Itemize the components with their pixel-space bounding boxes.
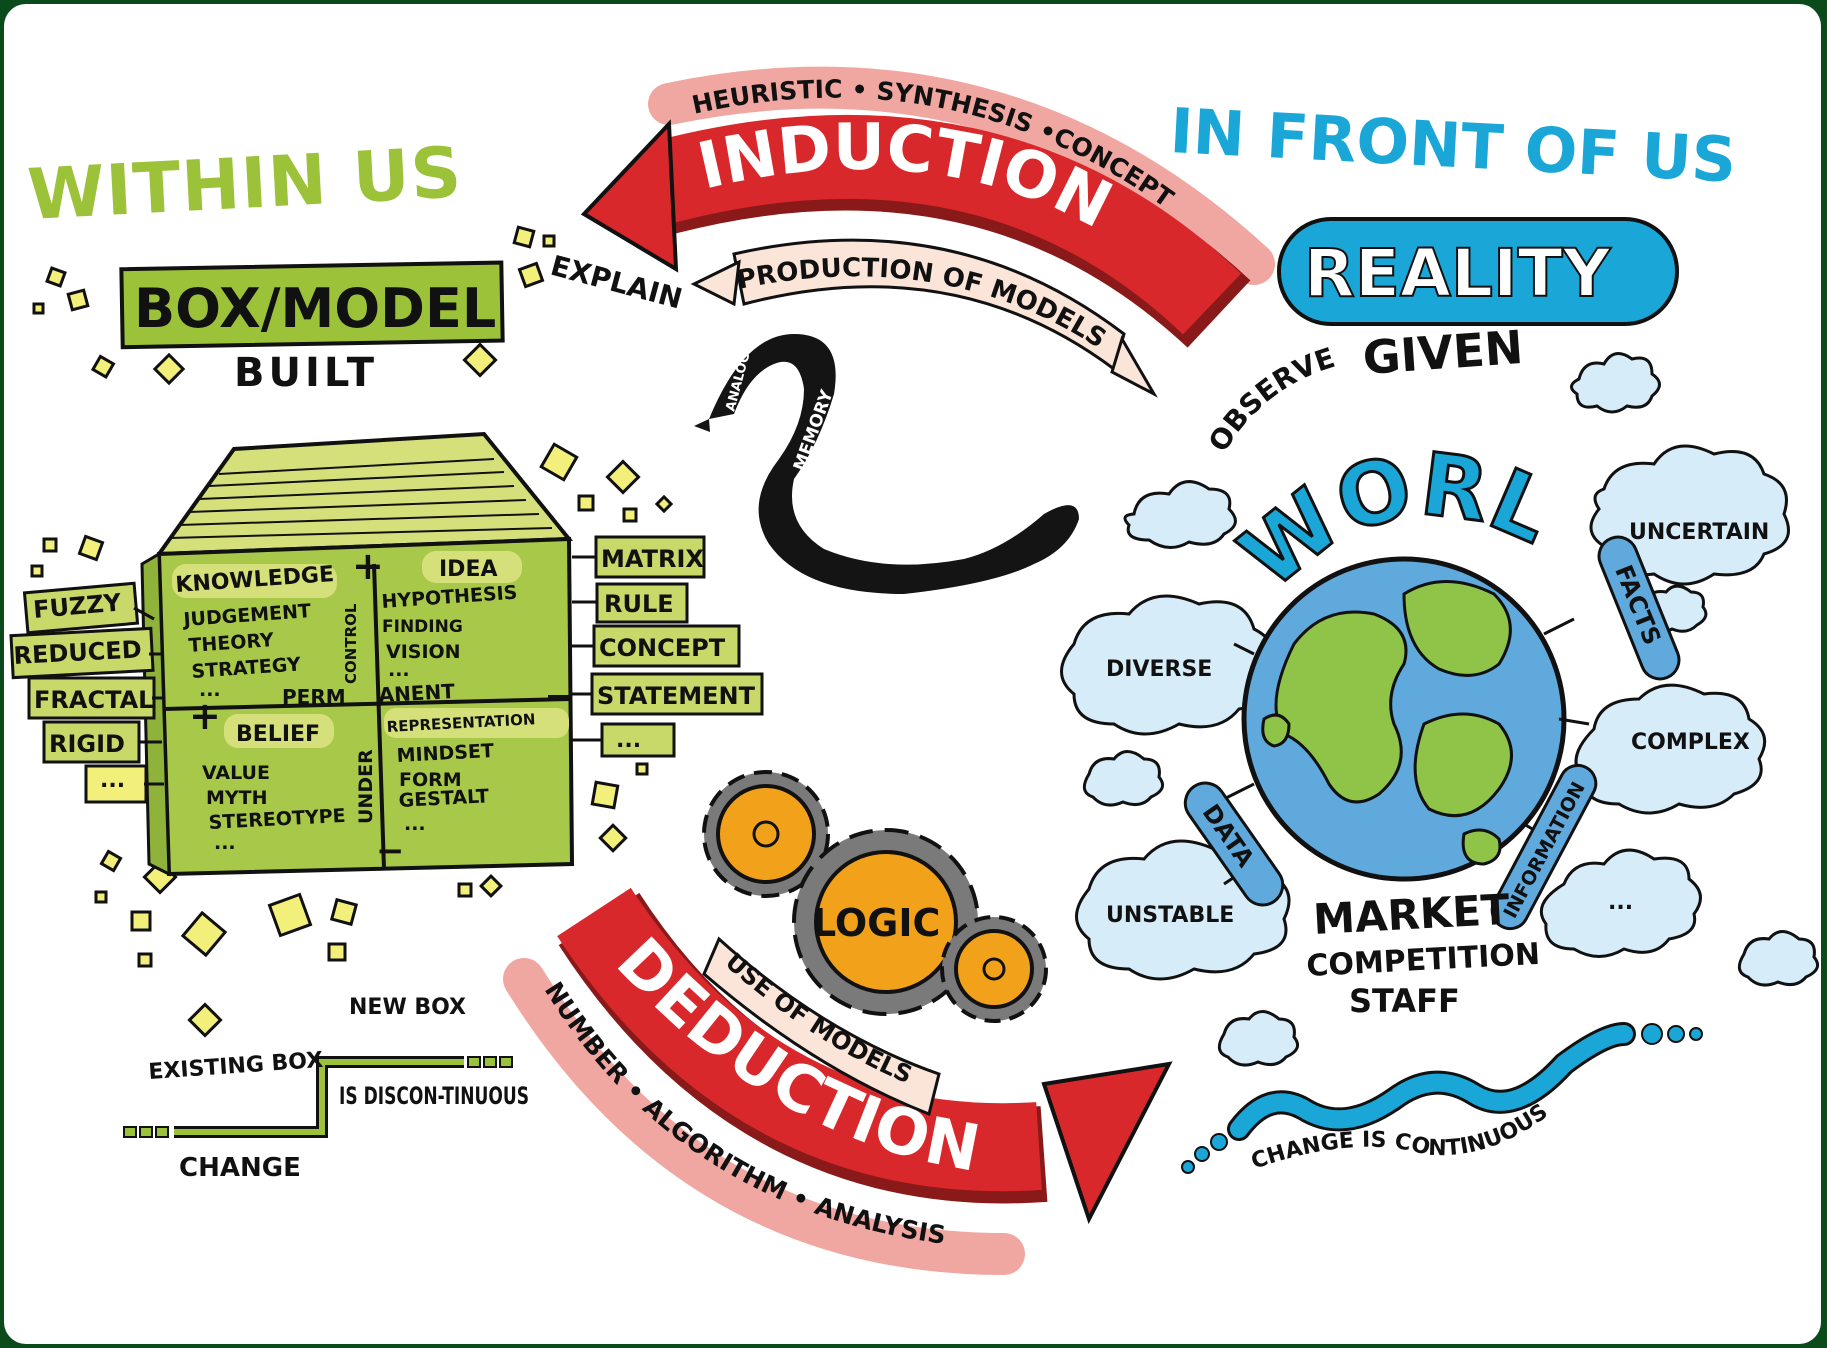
new-box-label: NEW BOX — [349, 995, 466, 1020]
in-front-of-us-title: IN FRONT OF US — [1168, 94, 1738, 197]
tag-rule: RULE — [604, 590, 674, 618]
is-discontinuous-label: IS DISCON-TINUOUS — [339, 1082, 529, 1110]
anent-text: ANENT — [378, 679, 456, 707]
tag-fractal: FRACTAL — [34, 686, 153, 714]
tag-concept: CONCEPT — [599, 634, 726, 662]
swan-word-cognitive-bias: COGNITIVE BIAS — [824, 512, 961, 530]
cloud-more: ... — [1608, 890, 1633, 915]
gear-small-top — [702, 770, 830, 898]
control-label: CONTROL — [342, 603, 360, 684]
left-tags: FUZZY REDUCED FRACTAL RIGID ... — [9, 581, 164, 804]
tag-reduced: REDUCED — [13, 635, 143, 670]
tag-more: ... — [100, 768, 125, 793]
gear-logic: LOGIC — [792, 828, 980, 1016]
plus-top: + — [352, 544, 384, 588]
quad-item: GESTALT — [398, 785, 489, 812]
quad-item: ... — [388, 659, 410, 681]
box-model-text: BOX/MODEL — [134, 277, 496, 340]
quad-item: MINDSET — [396, 740, 494, 767]
built-label: BUILT — [234, 350, 378, 396]
discontinuous-change: EXISTING BOX NEW BOX CHANGE IS DISCON-TI… — [123, 995, 529, 1183]
given-label: GIVEN — [1361, 320, 1525, 385]
swan-word-creativity: CREATIVITY — [834, 412, 926, 428]
change-word: CHANGE — [179, 1153, 301, 1183]
quad-head: IDEA — [439, 557, 498, 582]
observe-label: OBSERVE — [1202, 341, 1339, 457]
quadrant-representation: REPRESENTATION MINDSET FORM GESTALT ... — [384, 708, 569, 835]
clouds — [1060, 352, 1820, 1067]
knowledge-box: + + − − KNOWLEDGE JUDGEMENT THEORY STRAT… — [140, 431, 576, 877]
quad-item: ... — [404, 813, 426, 835]
market-label: MARKET — [1312, 885, 1511, 944]
box-model-label: BOX/MODEL — [119, 260, 505, 350]
tag-more: ... — [616, 728, 641, 753]
cloud-unstable: UNSTABLE — [1106, 903, 1234, 928]
quadrant-idea: IDEA HYPOTHESIS FINDING VISION ... ANENT — [378, 551, 522, 707]
quad-item: ... — [214, 832, 236, 854]
reality-badge: REALITY — [1277, 217, 1679, 326]
quad-item: VALUE — [202, 762, 270, 784]
swan-word-categorization: CATEGORIZATION — [804, 487, 970, 507]
within-us-title: WITHIN US — [26, 131, 465, 236]
swan-word-intuition: INTUITION — [892, 537, 985, 556]
swan-word-perception: PERCEPTION — [826, 436, 946, 456]
confetti-decoration — [30, 225, 674, 1038]
quad-item: FORM — [399, 769, 462, 791]
swan-word-imagination: IMAGINATION — [832, 463, 969, 484]
tag-statement: STATEMENT — [597, 682, 756, 710]
existing-box-label: EXISTING BOX — [148, 1048, 324, 1085]
cloud-uncertain: UNCERTAIN — [1629, 520, 1769, 545]
quad-item: ... — [199, 679, 221, 701]
quad-item: FINDING — [382, 617, 463, 637]
quad-head: BELIEF — [236, 722, 320, 747]
tag-matrix: MATRIX — [601, 545, 704, 573]
minus-bottom: − — [376, 831, 405, 871]
black-swan: ANALOGY MEMORY CREATIVITY PERCEPTION LAN… — [694, 334, 1079, 594]
tag-rigid: RIGID — [49, 730, 125, 758]
cloud-diverse: DIVERSE — [1106, 657, 1212, 682]
right-tags: MATRIX RULE CONCEPT STATEMENT ... — [572, 535, 764, 758]
illustration-frame: WITHIN US BOX/MODEL BUILT — [4, 4, 1821, 1344]
logic-gears: LOGIC — [702, 770, 1048, 1023]
data-pill: DATA — [1183, 781, 1285, 907]
perm-text: PERM — [282, 685, 346, 709]
within-us-section: WITHIN US BOX/MODEL BUILT — [9, 131, 764, 1183]
quad-item: MYTH — [206, 787, 268, 809]
gear-small-bottom — [940, 915, 1048, 1023]
competition-label: COMPETITION — [1306, 937, 1541, 984]
reality-label: REALITY — [1304, 235, 1612, 312]
logic-label: LOGIC — [812, 901, 940, 945]
sketchnote-canvas: WITHIN US BOX/MODEL BUILT — [4, 4, 1820, 1275]
cloud-complex: COMPLEX — [1631, 730, 1750, 755]
quad-item: VISION — [386, 641, 461, 663]
plus-left: + — [189, 694, 221, 738]
under-label: UNDER — [355, 749, 377, 824]
staff-label: STAFF — [1349, 982, 1460, 1020]
